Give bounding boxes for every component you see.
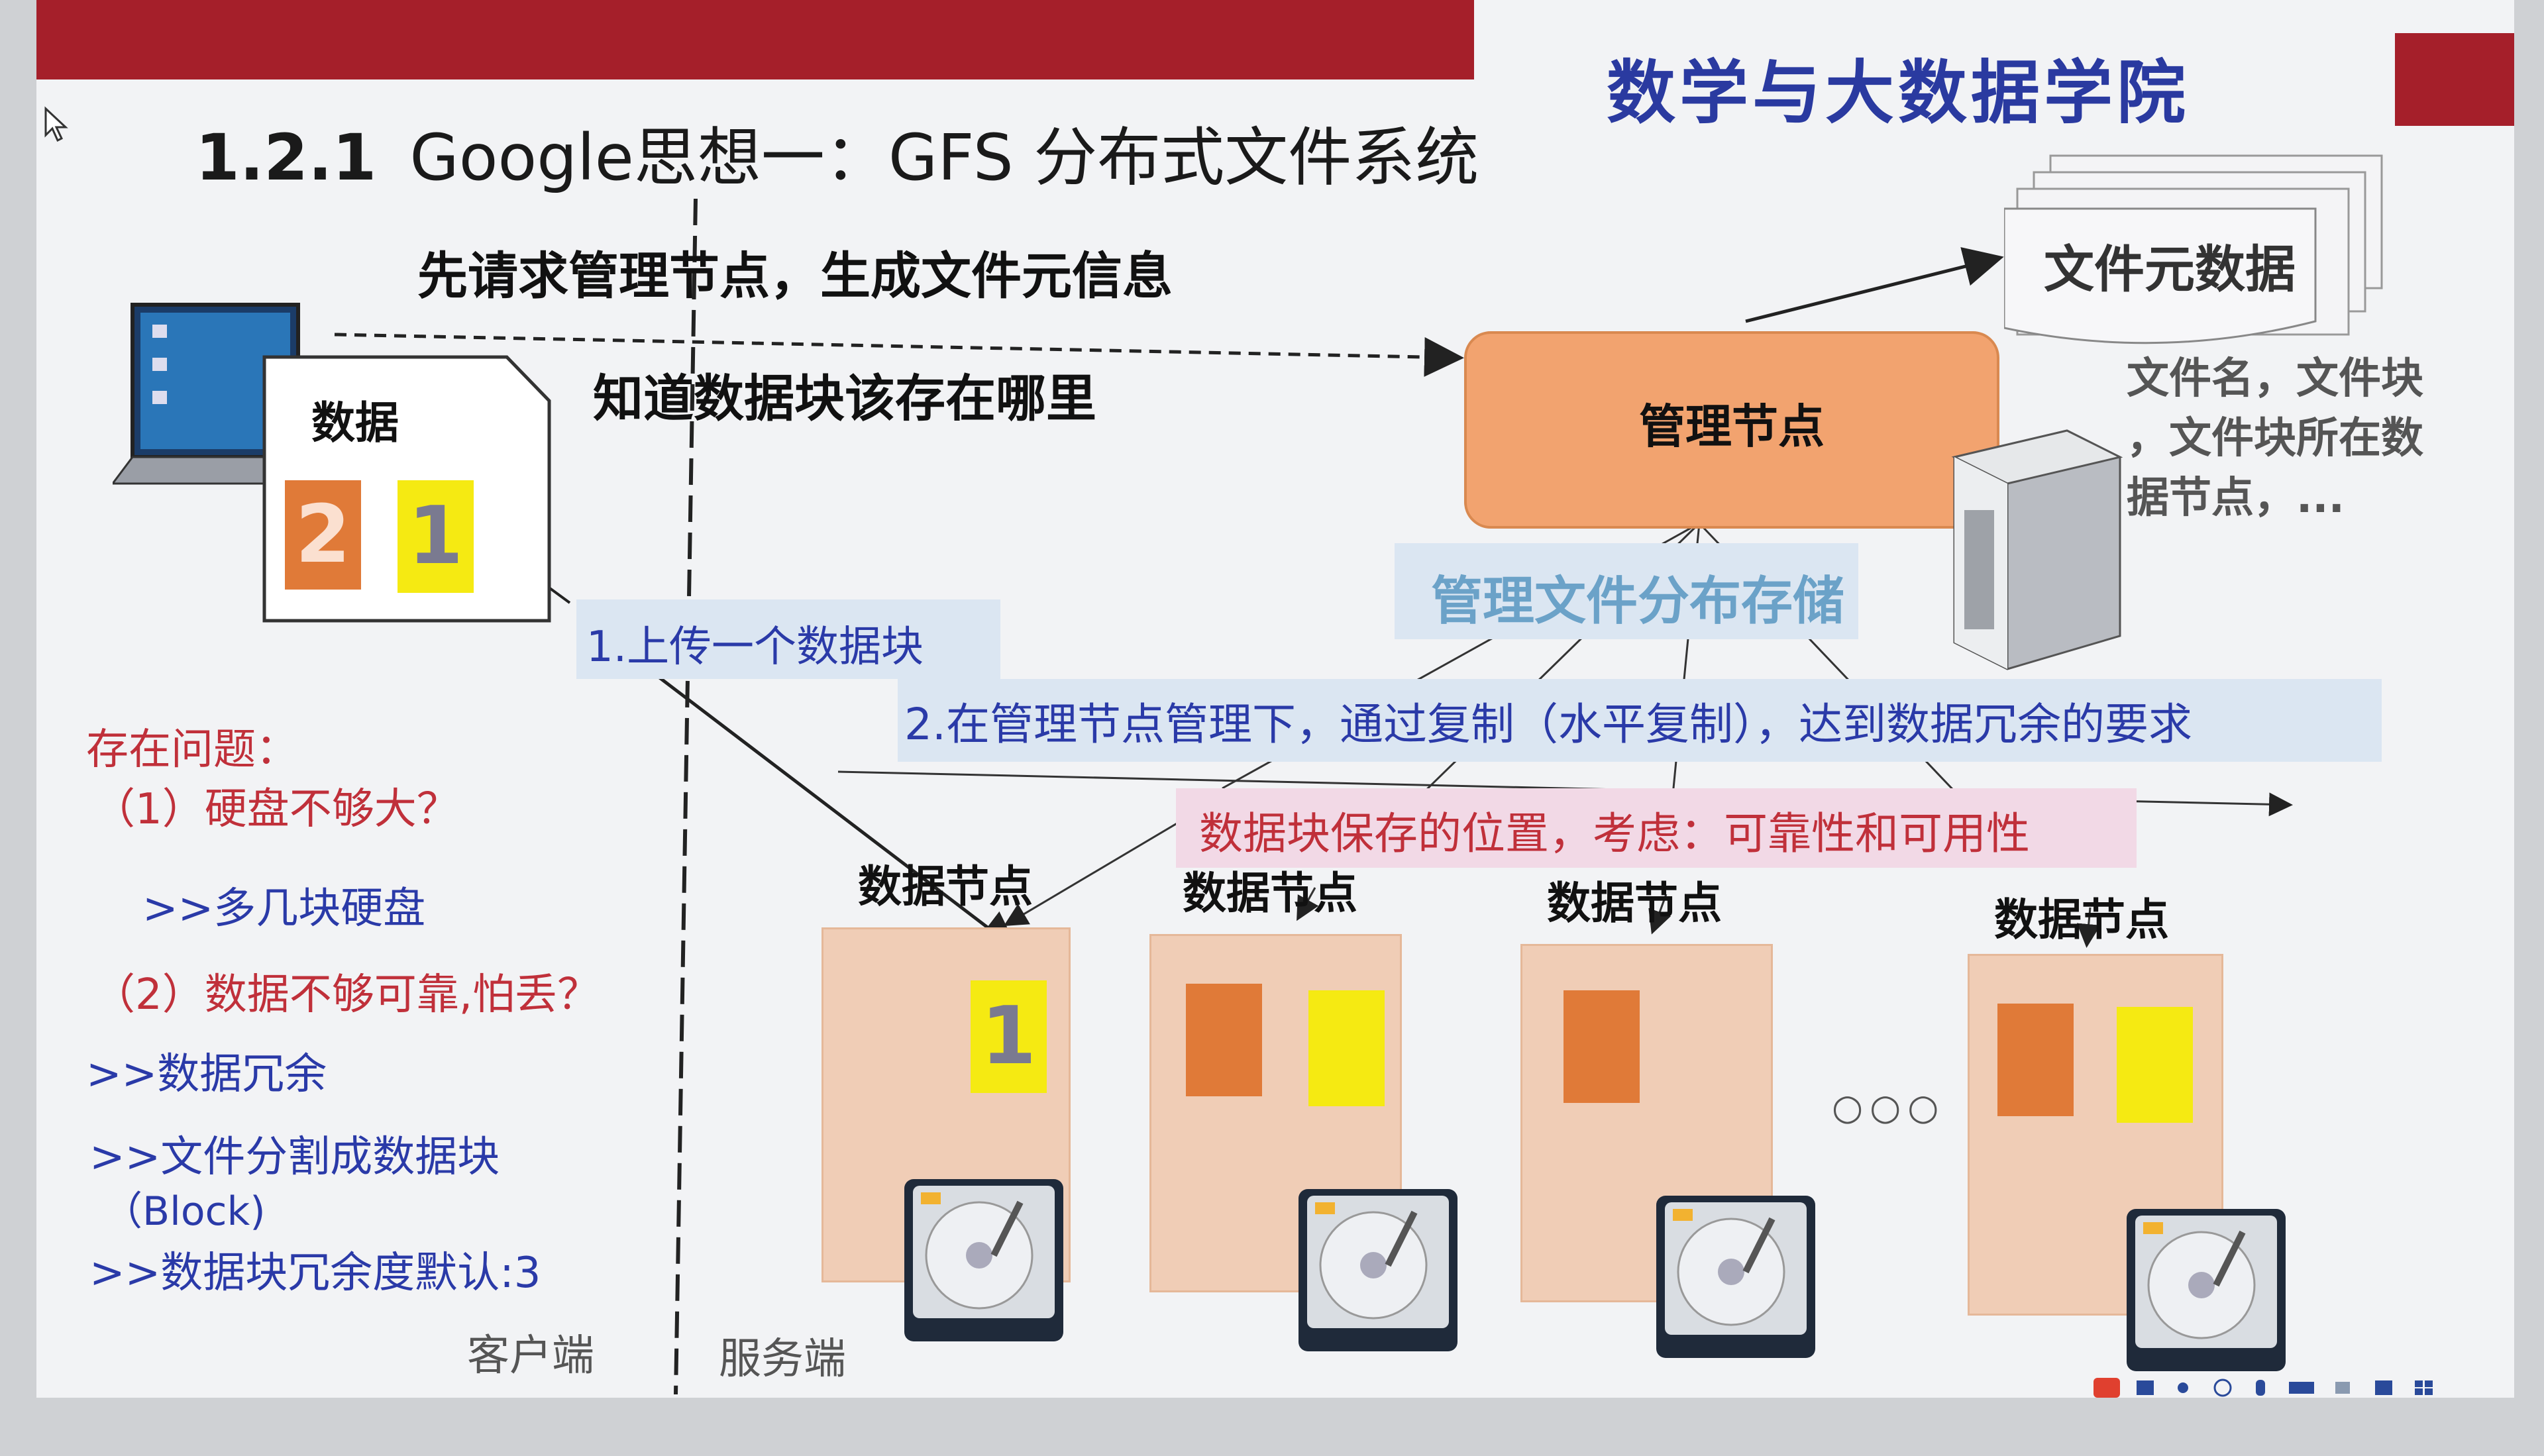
- metadata-desc-3: 据节点，...: [2127, 464, 2345, 525]
- master-node: 管理节点: [1464, 331, 1999, 529]
- problems-title: 存在问题：: [86, 715, 298, 776]
- manage-storage-text: 管理文件分布存储: [1431, 560, 1844, 634]
- hard-disk-icon: [1653, 1192, 1822, 1365]
- problem-1: （1）硬盘不够大？: [93, 775, 459, 836]
- answer-3a: >>文件分割成数据块: [89, 1123, 500, 1184]
- datanode-label-2: 数据节点: [1183, 858, 1357, 921]
- block-1-label: 1: [398, 480, 474, 593]
- server-label: 服务端: [719, 1325, 846, 1386]
- know-location-text: 知道数据块该存在哪里: [593, 358, 1096, 431]
- datanode-2-block-yellow: [1308, 990, 1385, 1106]
- hard-disk-icon: [901, 1176, 1070, 1348]
- taskbar-icons[interactable]: [2090, 1378, 2461, 1398]
- datanode-1-block-label: 1: [971, 980, 1047, 1093]
- datanode-3-block-orange: [1564, 990, 1640, 1103]
- server-tower-icon: [1941, 417, 2133, 676]
- hard-disk-icon: [2123, 1206, 2292, 1378]
- answer-1: >>多几块硬盘: [142, 874, 425, 935]
- request-text: 先请求管理节点，生成文件元信息: [417, 235, 1173, 308]
- datanode-label-4: 数据节点: [1994, 884, 2169, 948]
- datanode-4-block-yellow: [2117, 1007, 2193, 1123]
- problem-2: （2）数据不够可靠,怕丢？: [93, 961, 600, 1021]
- answer-4: >>数据块冗余度默认:3: [89, 1239, 541, 1300]
- placement-text: 数据块保存的位置，考虑：可靠性和可用性: [1199, 798, 2030, 862]
- metadata-desc-2: ，文件块所在数: [2127, 404, 2423, 465]
- datanode-4-block-orange: [1997, 1004, 2074, 1116]
- step2-text: 2.在管理节点管理下，通过复制（水平复制），达到数据冗余的要求: [904, 689, 2192, 753]
- metadata-label: 文件元数据: [2044, 229, 2296, 301]
- ellipsis: ○○○: [1832, 1086, 1945, 1128]
- data-label: 数据: [311, 388, 399, 451]
- datanode-2-block-orange: [1186, 984, 1262, 1096]
- datanode-label-1: 数据节点: [858, 851, 1033, 915]
- answer-2: >>数据冗余: [86, 1040, 327, 1101]
- step1-text: 1.上传一个数据块: [586, 613, 924, 674]
- datanode-label-3: 数据节点: [1547, 868, 1722, 931]
- answer-3b: （Block): [103, 1179, 266, 1237]
- metadata-desc-1: 文件名，文件块: [2127, 344, 2423, 405]
- client-label: 客户端: [467, 1322, 594, 1382]
- hard-disk-icon: [1295, 1186, 1464, 1358]
- block-2-label: 2: [285, 480, 361, 590]
